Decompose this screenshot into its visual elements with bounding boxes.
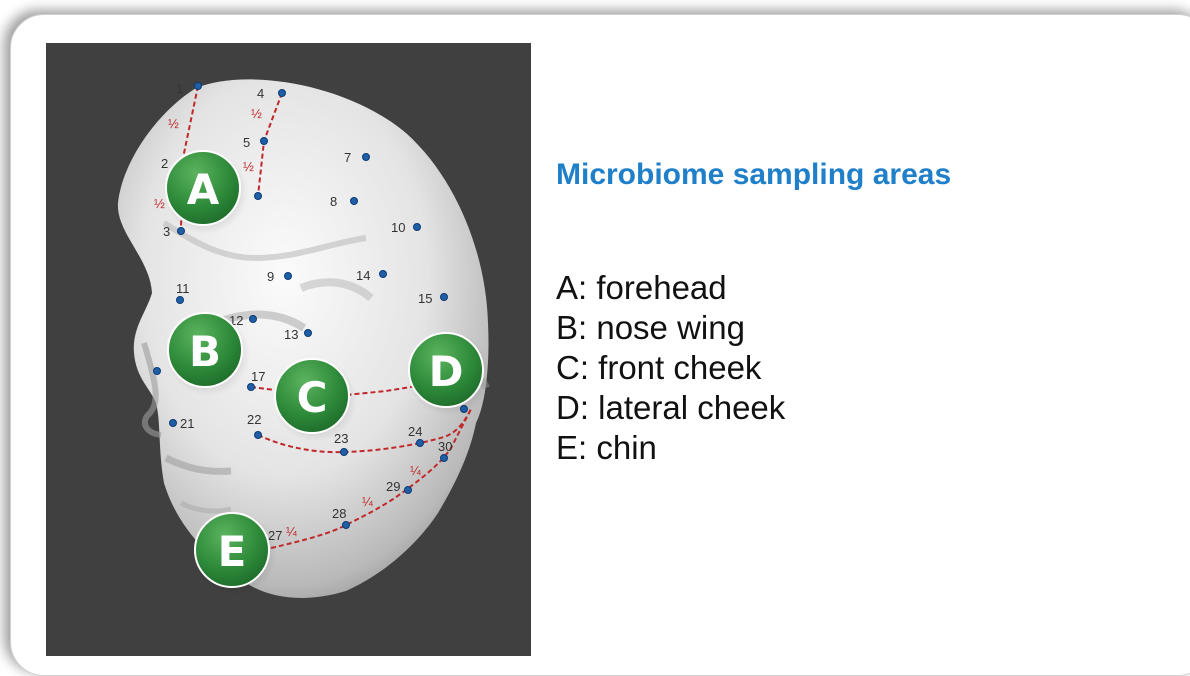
point-3: [178, 228, 185, 235]
legend-item-d: D: lateral cheek: [556, 388, 785, 428]
point-label-21: 21: [180, 416, 194, 431]
badge-d: D: [407, 332, 491, 416]
badge-c: C: [273, 358, 357, 442]
point-11: [177, 297, 184, 304]
legend-item-e: E: chin: [556, 428, 785, 468]
frac-quarter-3: ¼: [410, 463, 421, 478]
frac-half-3: ½: [243, 159, 254, 174]
legend-list: A: forehead B: nose wing C: front cheek …: [556, 268, 785, 468]
point-label-3: 3: [163, 224, 170, 239]
point-30: [441, 455, 448, 462]
point-label-15: 15: [418, 291, 432, 306]
frac-quarter-1: ¼: [286, 524, 297, 539]
point-21: [170, 420, 177, 427]
diagram-title: Microbiome sampling areas: [556, 158, 951, 192]
point-28: [343, 522, 350, 529]
badge-b: B: [166, 312, 250, 396]
badge-d-letter: D: [429, 347, 464, 396]
badge-a-letter: A: [187, 165, 220, 214]
point-17: [248, 384, 255, 391]
point-label-17: 17: [251, 369, 265, 384]
face-diagram: ½ ½ ½ ½ ¼ ¼ ¼: [46, 43, 531, 656]
badge-b-letter: B: [189, 327, 221, 376]
point-24: [417, 440, 424, 447]
point-label-11: 11: [176, 281, 190, 296]
badge-c-letter: C: [297, 373, 328, 422]
legend-item-b: B: nose wing: [556, 308, 785, 348]
point-label-28: 28: [332, 506, 346, 521]
point-label-9: 9: [267, 269, 274, 284]
point-9: [285, 273, 292, 280]
point-12: [250, 316, 257, 323]
point-label-22: 22: [247, 412, 261, 427]
legend-item-c: C: front cheek: [556, 348, 785, 388]
legend-item-a: A: forehead: [556, 268, 785, 308]
point-label-24: 24: [408, 424, 422, 439]
point-8: [351, 198, 358, 205]
frac-quarter-2: ¼: [362, 494, 373, 509]
face-model-image: ½ ½ ½ ½ ¼ ¼ ¼: [46, 43, 531, 656]
point-label-14: 14: [356, 268, 370, 283]
point-label-13: 13: [284, 327, 298, 342]
point-label-2: 2: [161, 156, 168, 171]
badge-e-letter: E: [218, 527, 247, 576]
point-22: [255, 432, 262, 439]
point-13: [305, 330, 312, 337]
point-23: [341, 449, 348, 456]
point-16: [154, 368, 161, 375]
badge-a: A: [164, 150, 248, 234]
point-label-1: 1: [176, 81, 183, 96]
badge-e: E: [193, 512, 277, 596]
point-4: [279, 90, 286, 97]
frac-half-4: ½: [154, 196, 165, 211]
point-label-5: 5: [243, 135, 250, 150]
point-14: [380, 271, 387, 278]
frac-half-1: ½: [168, 116, 179, 131]
point-10: [414, 224, 421, 231]
point-label-29: 29: [386, 479, 400, 494]
point-label-7: 7: [344, 150, 351, 165]
frac-half-2: ½: [251, 106, 262, 121]
point-label-10: 10: [391, 220, 405, 235]
point-15: [441, 294, 448, 301]
point-label-30: 30: [438, 439, 452, 454]
point-label-8: 8: [330, 194, 337, 209]
point-29: [405, 487, 412, 494]
point-5: [261, 138, 268, 145]
point-6: [255, 193, 262, 200]
point-7: [363, 154, 370, 161]
point-1: [195, 83, 202, 90]
point-label-4: 4: [257, 86, 264, 101]
